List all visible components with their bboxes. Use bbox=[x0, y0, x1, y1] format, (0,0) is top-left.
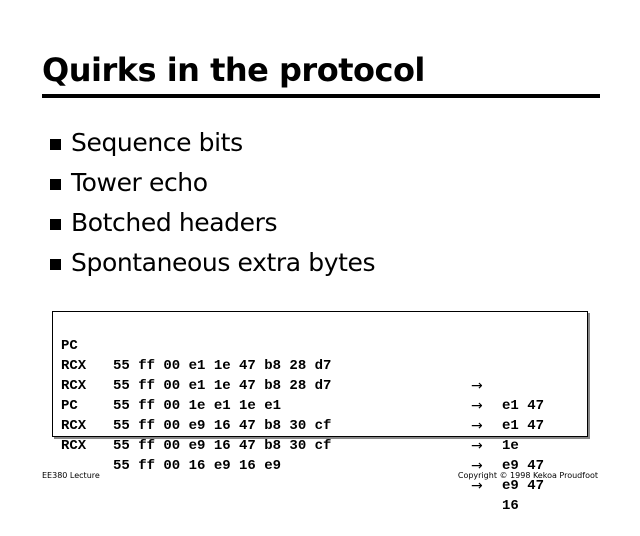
trace-source: RCX bbox=[61, 378, 87, 394]
trace-bytes: 55 ff 00 e9 16 47 b8 30 cf bbox=[113, 438, 332, 454]
trace-source: RCX bbox=[61, 418, 87, 434]
trace-source: PC bbox=[61, 338, 78, 354]
trace-row: RCX 55 ff 00 e9 16 47 b8 30 cf → e9 47 bbox=[61, 396, 581, 494]
square-bullet-icon bbox=[50, 219, 61, 230]
footer-right-text: Copyright © 1998 Kekoa Proudfoot bbox=[457, 471, 598, 480]
trace-bytes: 55 ff 00 16 e9 16 e9 bbox=[113, 458, 282, 474]
square-bullet-icon bbox=[50, 259, 61, 270]
trace-row: RCX 55 ff 00 16 e9 16 e9 → 16 bbox=[61, 416, 581, 514]
trace-bytes: 55 ff 00 e1 1e 47 b8 28 d7 bbox=[113, 358, 332, 374]
bullet-list: Sequence bits Tower echo Botched headers… bbox=[50, 122, 375, 282]
trace-bytes: 55 ff 00 1e e1 1e e1 bbox=[113, 398, 282, 414]
trace-row: RCX 55 ff 00 e1 1e 47 b8 28 d7 → e1 47 bbox=[61, 336, 581, 434]
right-arrow-icon: → bbox=[471, 478, 483, 494]
right-arrow-icon: → bbox=[471, 418, 483, 434]
trace-source: RCX bbox=[61, 358, 87, 374]
bullet-item: Botched headers bbox=[50, 202, 375, 242]
protocol-trace-box: PC 55 ff 00 e1 1e 47 b8 28 d7 → e1 47 RC… bbox=[52, 311, 588, 514]
trace-bytes: 55 ff 00 e9 16 47 b8 30 cf bbox=[113, 418, 332, 434]
footer-left-text: EE380 Lecture bbox=[42, 471, 100, 480]
trace-response: 16 bbox=[502, 498, 519, 514]
trace-bytes: 55 ff 00 e1 1e 47 b8 28 d7 bbox=[113, 378, 332, 394]
bullet-text: Tower echo bbox=[71, 167, 208, 197]
trace-response: e1 47 bbox=[502, 398, 545, 414]
square-bullet-icon bbox=[50, 179, 61, 190]
trace-response: 1e bbox=[502, 438, 519, 454]
trace-source: RCX bbox=[61, 438, 87, 454]
title-underline bbox=[42, 94, 600, 98]
slide-title: Quirks in the protocol bbox=[42, 51, 425, 89]
bullet-text: Botched headers bbox=[71, 207, 278, 237]
bullet-item: Tower echo bbox=[50, 162, 375, 202]
square-bullet-icon bbox=[50, 139, 61, 150]
trace-source: PC bbox=[61, 398, 78, 414]
right-arrow-icon: → bbox=[471, 378, 483, 394]
trace-response: e9 47 bbox=[502, 478, 545, 494]
bullet-item: Spontaneous extra bytes bbox=[50, 242, 375, 282]
trace-row: RCX 55 ff 00 1e e1 1e e1 → 1e bbox=[61, 356, 581, 454]
trace-row: PC 55 ff 00 e9 16 47 b8 30 cf → e9 47 bbox=[61, 376, 581, 474]
trace-response: e1 47 bbox=[502, 418, 545, 434]
trace-row: PC 55 ff 00 e1 1e 47 b8 28 d7 → e1 47 bbox=[61, 316, 581, 414]
trace-response: e9 47 bbox=[502, 458, 545, 474]
right-arrow-icon: → bbox=[471, 458, 483, 474]
right-arrow-icon: → bbox=[471, 438, 483, 454]
bullet-text: Sequence bits bbox=[71, 127, 243, 157]
right-arrow-icon: → bbox=[471, 398, 483, 414]
bullet-text: Spontaneous extra bytes bbox=[71, 247, 376, 277]
bullet-item: Sequence bits bbox=[50, 122, 375, 162]
